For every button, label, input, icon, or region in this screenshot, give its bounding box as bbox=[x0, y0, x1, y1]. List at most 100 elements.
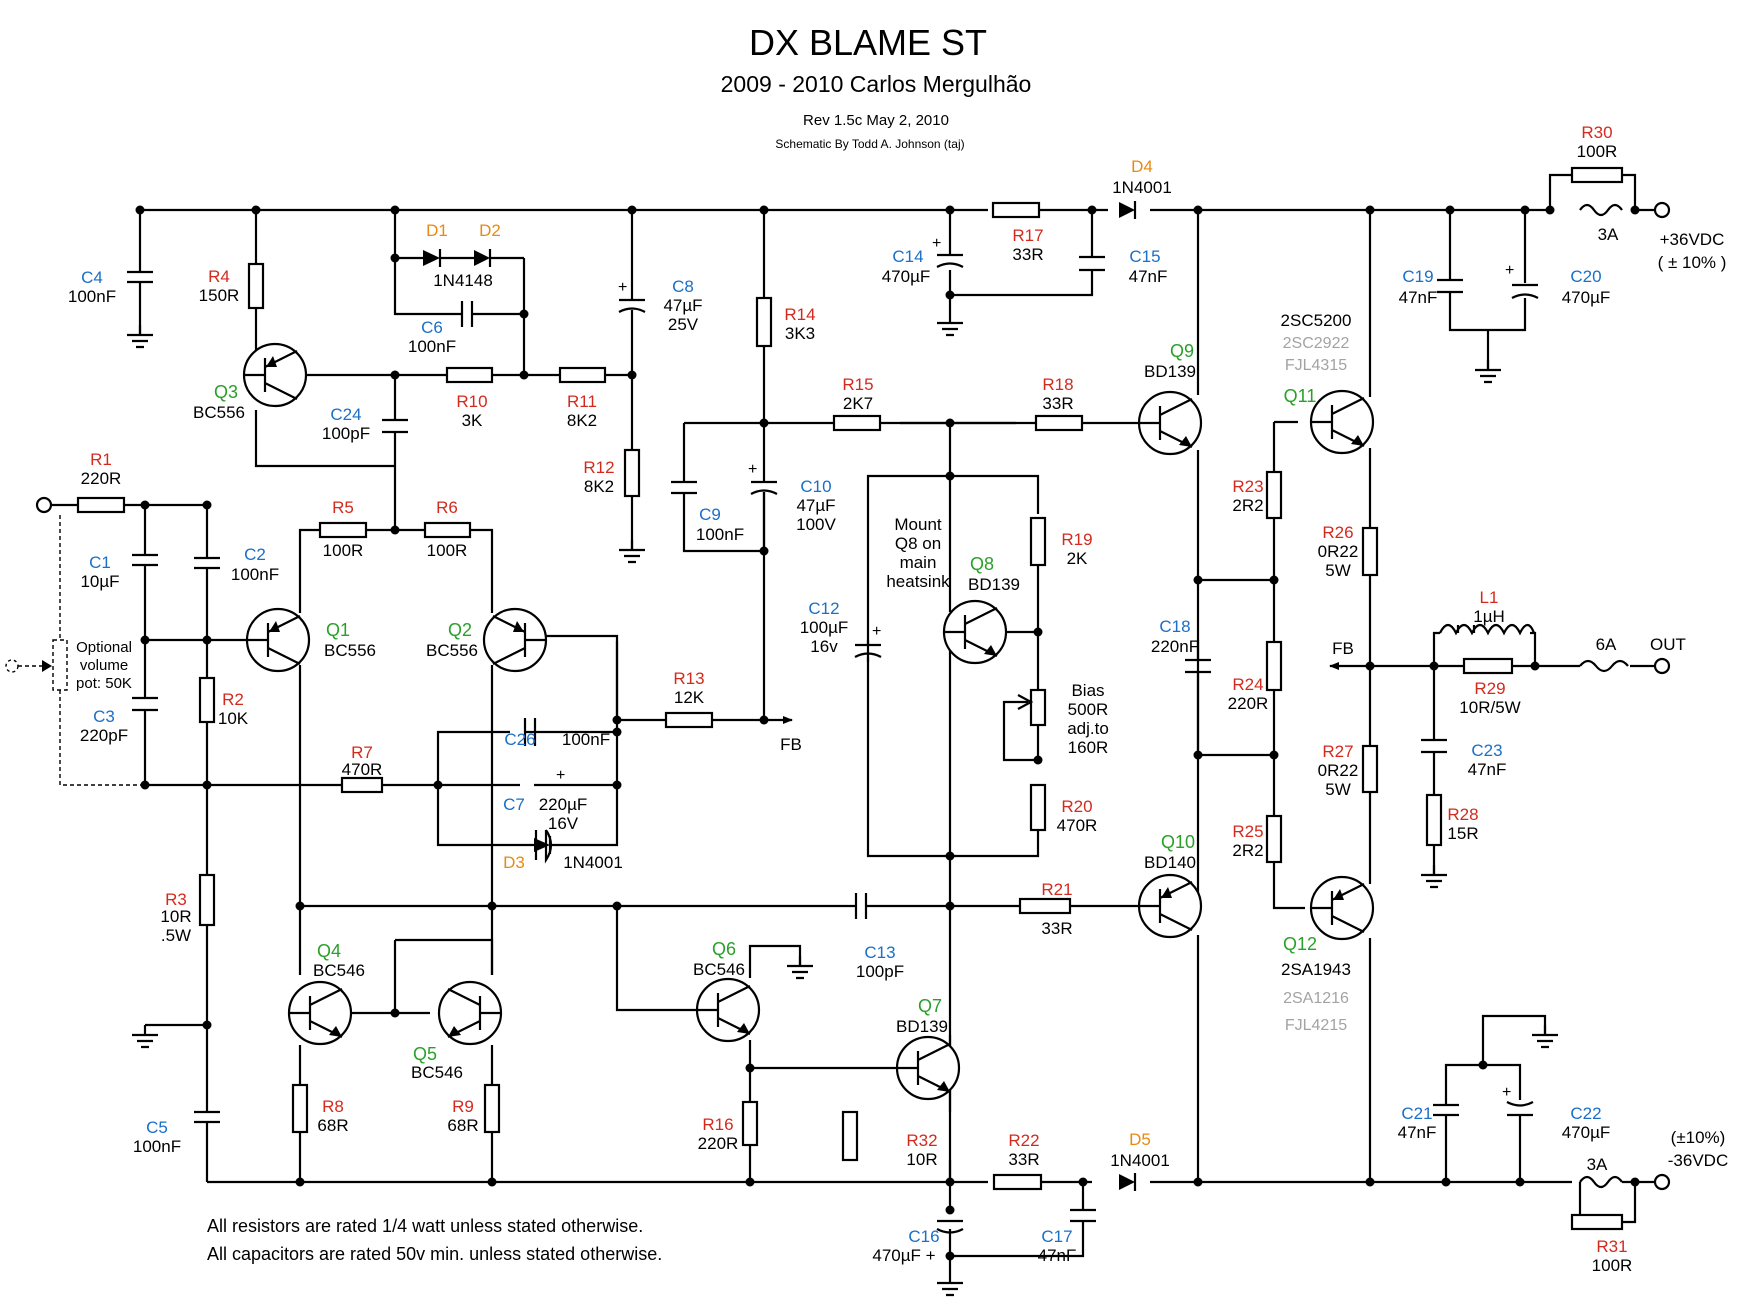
junction-dot bbox=[1269, 575, 1279, 585]
capacitor-value: 100nF bbox=[408, 337, 456, 356]
supply-label: -36VDC bbox=[1668, 1151, 1728, 1170]
capacitor-ref: C2 bbox=[244, 545, 266, 564]
junction-dot bbox=[759, 546, 769, 556]
transistor-ref: Q10 bbox=[1161, 832, 1195, 852]
transistor-part: BC546 bbox=[313, 961, 365, 980]
junction-dot bbox=[1445, 205, 1455, 215]
transistor-ref: Q1 bbox=[326, 620, 350, 640]
junction-dot bbox=[627, 205, 637, 215]
resistor-value: 100R bbox=[1592, 1256, 1633, 1275]
transistor-q8 bbox=[942, 599, 1008, 665]
capacitor-value: 470µF bbox=[1562, 288, 1611, 307]
junction-dot bbox=[140, 500, 150, 510]
junction-dot bbox=[1193, 575, 1203, 585]
resistor-value: 220R bbox=[698, 1134, 739, 1153]
mount-note: Q8 on bbox=[895, 534, 941, 553]
resistor-value: 150R bbox=[199, 286, 240, 305]
capacitor-ref: C8 bbox=[672, 277, 694, 296]
pot-label: Optional bbox=[76, 639, 132, 656]
svg-text:+: + bbox=[618, 279, 627, 296]
capacitor-ref: C9 bbox=[699, 505, 721, 524]
junction-dot bbox=[433, 780, 443, 790]
junction-dot bbox=[945, 901, 955, 911]
alternate-part: FJL4215 bbox=[1285, 1017, 1347, 1034]
volume-pot-body bbox=[52, 639, 68, 691]
resistor-ref: R8 bbox=[322, 1097, 344, 1116]
transistor-ref: Q7 bbox=[918, 996, 942, 1016]
junction-dot bbox=[945, 471, 955, 481]
ground-icon bbox=[1532, 1025, 1558, 1049]
ground-icon bbox=[787, 956, 813, 980]
capacitor-value: 47nF bbox=[1468, 760, 1507, 779]
transistor-ref: Q2 bbox=[448, 620, 472, 640]
polarity-marks: + + + + + + + bbox=[556, 235, 1514, 1101]
resistor-value: 5W bbox=[1325, 561, 1351, 580]
bias-label: 160R bbox=[1068, 738, 1109, 757]
bias-label: 500R bbox=[1068, 700, 1109, 719]
transistor-part: BC556 bbox=[324, 641, 376, 660]
svg-text:+: + bbox=[1502, 1084, 1511, 1101]
capacitor-value: 100nF bbox=[696, 525, 744, 544]
capacitor-value: 470µF bbox=[882, 267, 931, 286]
junction-dot bbox=[140, 635, 150, 645]
capacitor-value: 100nF bbox=[133, 1137, 181, 1156]
transistor-q7 bbox=[895, 1035, 961, 1101]
transistor-q3 bbox=[242, 342, 308, 408]
resistor-ref: R22 bbox=[1008, 1131, 1039, 1150]
capacitor-ref: C10 bbox=[800, 477, 831, 496]
supply-label: +36VDC bbox=[1660, 230, 1725, 249]
capacitor-ref: C16 bbox=[908, 1227, 939, 1246]
transistor-part: 2SA1943 bbox=[1281, 960, 1351, 979]
capacitor-ref: C21 bbox=[1401, 1104, 1432, 1123]
junction-dot bbox=[945, 418, 955, 428]
resistor-value: 100R bbox=[1577, 142, 1618, 161]
fb-label: FB bbox=[780, 735, 802, 754]
junction-dot bbox=[202, 635, 212, 645]
junction-dot bbox=[202, 1020, 212, 1030]
junction-dot bbox=[1515, 1177, 1525, 1187]
note-resistors: All resistors are rated 1/4 watt unless … bbox=[207, 1216, 643, 1236]
ground-icon bbox=[937, 1273, 963, 1297]
transistor-q9 bbox=[1137, 390, 1203, 456]
capacitor-ref: C19 bbox=[1402, 267, 1433, 286]
junction-dot bbox=[1530, 661, 1540, 671]
resistor-value: 2K bbox=[1067, 549, 1088, 568]
junction-dot bbox=[202, 500, 212, 510]
junction-dot bbox=[945, 290, 955, 300]
capacitor-ref: C20 bbox=[1570, 267, 1601, 286]
resistor-value: 8K2 bbox=[584, 477, 614, 496]
schematic-subtitle: 2009 - 2010 Carlos Mergulhão bbox=[721, 71, 1032, 97]
capacitor-ref: C17 bbox=[1041, 1227, 1072, 1246]
transistor-part: BD139 bbox=[968, 575, 1020, 594]
capacitor-value: 47nF bbox=[1398, 1123, 1437, 1142]
wires bbox=[50, 173, 1655, 1258]
resistor-ref: R31 bbox=[1596, 1237, 1627, 1256]
resistor-ref: R13 bbox=[673, 669, 704, 688]
transistor-ref: Q12 bbox=[1283, 934, 1317, 954]
resistor-ref: R1 bbox=[90, 450, 112, 469]
junction-dot bbox=[519, 309, 529, 319]
capacitor-value: 10µF bbox=[80, 572, 119, 591]
resistor-ref: R7 bbox=[351, 743, 373, 762]
resistor-value: .5W bbox=[161, 926, 191, 945]
resistor-value: 3K bbox=[462, 411, 483, 430]
resistor-value: 2R2 bbox=[1232, 841, 1263, 860]
svg-text:+: + bbox=[748, 461, 757, 478]
transistor-q11 bbox=[1309, 389, 1375, 455]
ground-icon bbox=[132, 1025, 158, 1049]
pot-label: volume bbox=[80, 657, 128, 674]
credit-label: Schematic By Todd A. Johnson (taj) bbox=[775, 137, 964, 151]
capacitor-value: 100µF bbox=[800, 618, 849, 637]
resistor-value: 33R bbox=[1008, 1150, 1039, 1169]
inductor-ref: L1 bbox=[1480, 588, 1499, 607]
junction-dot bbox=[1478, 1060, 1488, 1070]
svg-text:+: + bbox=[872, 623, 881, 640]
junction-dot bbox=[1269, 750, 1279, 760]
output-label: OUT bbox=[1650, 635, 1686, 654]
capacitor-ref: C15 bbox=[1129, 247, 1160, 266]
svg-text:+: + bbox=[932, 235, 941, 252]
diode-ref: D5 bbox=[1129, 1130, 1151, 1149]
ground-icon bbox=[619, 540, 645, 564]
capacitor-ref: C12 bbox=[808, 599, 839, 618]
resistor-ref: R25 bbox=[1232, 822, 1263, 841]
